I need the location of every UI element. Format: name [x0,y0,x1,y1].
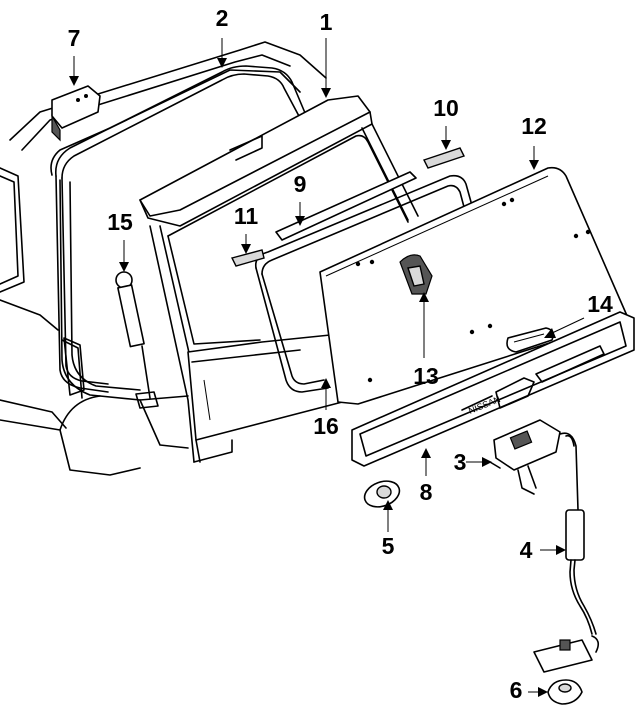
gas-strut-15 [115,271,159,409]
vehicle-body [0,41,327,476]
callout-labels: 1 2 3 4 5 6 7 8 9 10 11 12 13 14 15 16 [68,5,613,703]
glass-hinge-13 [399,254,433,295]
callout-5: 5 [382,533,395,559]
callout-11: 11 [234,203,259,229]
leader-lines [69,38,585,697]
callout-15: 15 [107,209,133,235]
release-cable-4 [533,432,600,673]
callout-6: 6 [510,677,523,703]
callout-8: 8 [420,479,433,505]
garnish-finisher-8: NISSAN [351,311,635,467]
lock-assembly-3 [489,419,561,495]
clip-11 [230,249,265,267]
callout-10: 10 [433,95,459,121]
callout-16: 16 [313,413,339,439]
callout-9: 9 [294,171,307,197]
striker-5 [363,480,401,508]
callout-13: 13 [413,363,439,389]
liftgate-panel-1 [139,95,419,463]
clip-10 [423,147,465,169]
callout-14: 14 [587,291,613,317]
callout-1: 1 [320,9,333,35]
back-glass-12 [319,166,629,405]
callout-7: 7 [68,25,81,51]
callout-12: 12 [521,113,547,139]
handle-14 [506,327,554,353]
hinge-7 [51,85,101,142]
callout-3: 3 [454,449,467,475]
moulding-strip-9 [275,171,417,241]
callout-2: 2 [216,5,229,31]
grommet-6 [547,679,583,705]
callout-4: 4 [520,537,533,563]
weatherstrip-seal-2 [54,65,309,393]
glass-weatherstrip-16 [254,174,477,393]
